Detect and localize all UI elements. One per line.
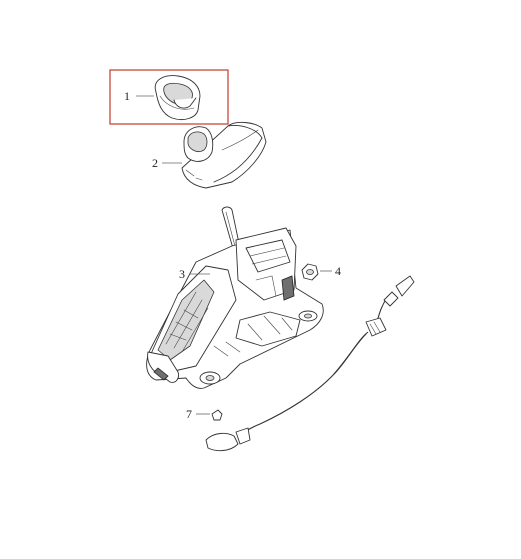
part-3-gear-shift-mechanism[interactable] xyxy=(146,227,324,389)
part-4-nut[interactable] xyxy=(301,263,319,281)
callout-3[interactable]: 3 xyxy=(179,267,185,281)
callout-1[interactable]: 1 xyxy=(124,89,130,103)
shift-cable-assembly[interactable] xyxy=(205,275,415,452)
callout-7[interactable]: 7 xyxy=(186,407,192,421)
selected-part-highlight xyxy=(109,69,229,125)
callout-4[interactable]: 4 xyxy=(335,264,341,278)
part-7-clip[interactable] xyxy=(211,409,223,421)
part-1-shift-knob-cover[interactable] xyxy=(154,75,201,121)
callout-2[interactable]: 2 xyxy=(152,156,158,170)
part-2-gear-knob-housing[interactable] xyxy=(181,121,267,189)
